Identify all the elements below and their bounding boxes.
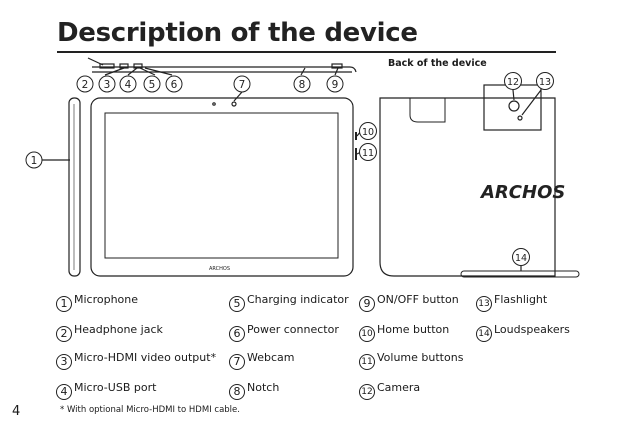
- legend-label: Micro-USB port: [74, 381, 157, 394]
- legend-label: Microphone: [74, 293, 139, 306]
- legend-number: 8: [229, 384, 245, 400]
- svg-text:13: 13: [539, 77, 551, 88]
- svg-text:10: 10: [362, 127, 374, 138]
- legend-number: 10: [359, 326, 375, 342]
- svg-text:12: 12: [507, 77, 519, 88]
- tablet-front: [90, 97, 354, 277]
- svg-text:9: 9: [332, 79, 339, 91]
- callout-1: 1: [25, 151, 43, 169]
- archos-logo-front: ARCHOS: [209, 266, 230, 272]
- tablet-side-profile: [68, 97, 81, 277]
- legend-label: Charging indicator: [247, 293, 349, 306]
- title-rule: [57, 51, 556, 53]
- callout-10: 10: [359, 122, 377, 140]
- callout-12: 12: [504, 72, 522, 90]
- legend-item-charging-indicator: 5 Charging indicator: [229, 293, 349, 312]
- legend-item-micro-usb: 4 Micro-USB port: [56, 381, 157, 400]
- callout-3: 3: [98, 75, 116, 93]
- tablet-screen: [104, 112, 339, 259]
- callout-13: 13: [536, 72, 554, 90]
- page-title: Description of the device: [57, 18, 418, 48]
- legend-number: 4: [56, 384, 72, 400]
- legend-item-home-button: 10 Home button: [359, 323, 450, 342]
- legend-item-webcam: 7 Webcam: [229, 351, 295, 370]
- legend-number: 11: [359, 354, 375, 370]
- legend-number: 13: [476, 296, 492, 312]
- legend-label: Headphone jack: [74, 323, 163, 336]
- legend-label: Webcam: [247, 351, 295, 364]
- page-number: 4: [12, 404, 21, 419]
- svg-text:3: 3: [104, 79, 111, 91]
- legend-label: Home button: [377, 323, 450, 336]
- legend-item-on-off-button: 9 ON/OFF button: [359, 293, 459, 312]
- device-diagram: ARCHOS ARCHOS 1 2 3 4 5 6 7 8 9 10 11 12…: [25, 57, 580, 278]
- legend-label: Loudspeakers: [494, 323, 570, 336]
- legend-number: 6: [229, 326, 245, 342]
- legend-item-camera: 12 Camera: [359, 381, 421, 400]
- legend-label: ON/OFF button: [377, 293, 459, 306]
- callout-9: 9: [326, 75, 344, 93]
- legend-label: Micro-HDMI video output*: [74, 351, 217, 364]
- callout-4: 4: [119, 75, 137, 93]
- legend-number: 14: [476, 326, 492, 342]
- legend-number: 2: [56, 326, 72, 342]
- legend-label: Flashlight: [494, 293, 548, 306]
- back-of-device-label: Back of the device: [388, 58, 487, 69]
- callout-2: 2: [76, 75, 94, 93]
- svg-text:8: 8: [299, 79, 306, 91]
- svg-text:14: 14: [515, 253, 527, 264]
- tablet-back: [379, 97, 556, 277]
- legend-number: 7: [229, 354, 245, 370]
- legend-item-flashlight: 13 Flashlight: [476, 293, 548, 312]
- legend-item-microphone: 1 Microphone: [56, 293, 139, 312]
- legend-label: Camera: [377, 381, 421, 394]
- legend-label: Notch: [247, 381, 280, 394]
- archos-logo: ARCHOS: [479, 182, 565, 203]
- legend-number: 12: [359, 384, 375, 400]
- legend-number: 1: [56, 296, 72, 312]
- callout-11: 11: [359, 143, 377, 161]
- svg-text:1: 1: [31, 155, 38, 167]
- camera-module: [483, 84, 542, 131]
- callout-6: 6: [165, 75, 183, 93]
- tablet-top-edge: [92, 66, 357, 73]
- webcam-lens: [231, 101, 237, 107]
- svg-text:4: 4: [125, 79, 132, 91]
- svg-text:7: 7: [239, 79, 246, 91]
- svg-text:5: 5: [149, 79, 156, 91]
- legend-number: 9: [359, 296, 375, 312]
- callout-7: 7: [233, 75, 251, 93]
- legend-number: 3: [56, 354, 72, 370]
- legend-item-notch: 8 Notch: [229, 381, 280, 400]
- callout-14: 14: [512, 248, 530, 266]
- legend-item-headphone-jack: 2 Headphone jack: [56, 323, 163, 342]
- legend-label: Power connector: [247, 323, 339, 336]
- svg-text:6: 6: [171, 79, 178, 91]
- legend-label: Volume buttons: [377, 351, 464, 364]
- rear-camera: [508, 100, 520, 112]
- legend-number: 5: [229, 296, 245, 312]
- callout-8: 8: [293, 75, 311, 93]
- svg-text:11: 11: [362, 148, 374, 159]
- legend-item-micro-hdmi: 3 Micro-HDMI video output*: [56, 351, 217, 370]
- legend-item-loudspeakers: 14 Loudspeakers: [476, 323, 570, 342]
- svg-text:2: 2: [82, 79, 89, 91]
- callout-5: 5: [143, 75, 161, 93]
- speaker-grille: [460, 270, 580, 278]
- legend-item-power-connector: 6 Power connector: [229, 323, 339, 342]
- legend-item-volume-buttons: 11 Volume buttons: [359, 351, 464, 370]
- footnote: * With optional Micro-HDMI to HDMI cable…: [60, 405, 240, 415]
